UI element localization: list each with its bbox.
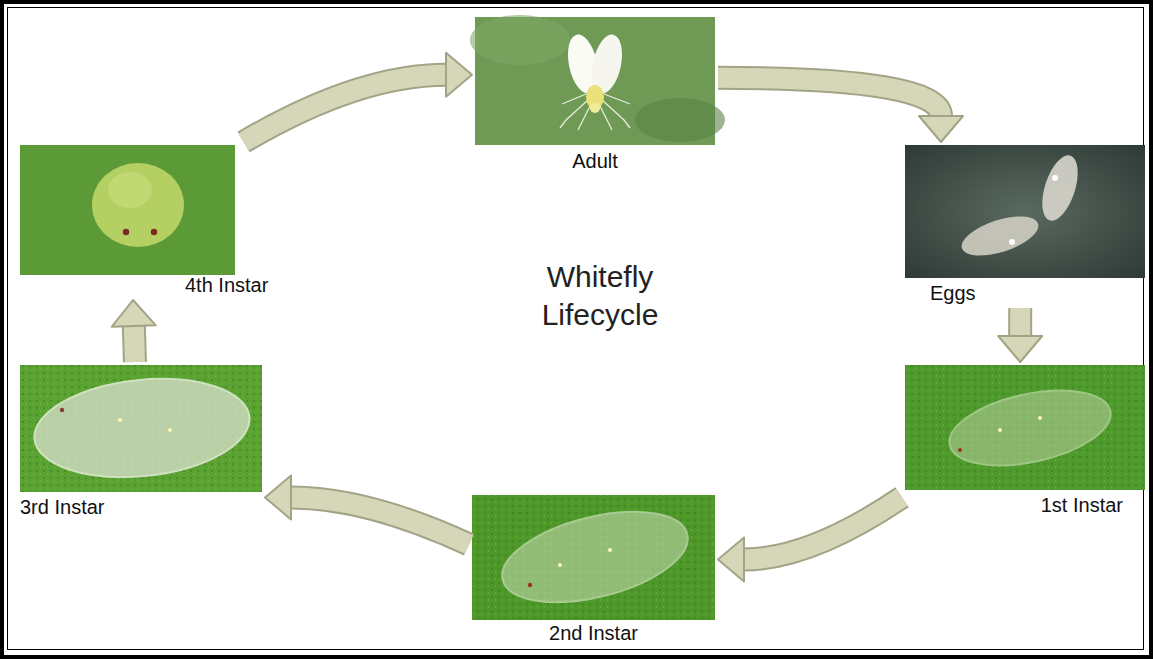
third-instar-photo xyxy=(20,365,262,492)
arrow-outline xyxy=(291,497,469,544)
cycle-arrow xyxy=(998,308,1042,362)
eggs-photo xyxy=(905,145,1145,278)
cycle-arrow xyxy=(112,300,156,362)
stage-label: Eggs xyxy=(930,281,976,305)
stage-label: 2nd Instar xyxy=(549,621,638,645)
cycle-arrow xyxy=(244,53,472,142)
stage-label: 4th Instar xyxy=(185,273,268,297)
fourth-instar-photo xyxy=(20,145,235,275)
arrow-body xyxy=(291,497,469,544)
arrow-head xyxy=(919,116,963,142)
first-instar-photo xyxy=(905,365,1145,490)
cycle-arrow xyxy=(265,475,469,544)
stage-label: 3rd Instar xyxy=(20,495,104,519)
stage-node: Eggs xyxy=(905,145,1145,305)
arrow-outline xyxy=(244,75,446,142)
arrow-body xyxy=(744,497,902,559)
arrow-head xyxy=(446,53,472,97)
stage-node: 1st Instar xyxy=(905,365,1145,517)
stage-node: 3rd Instar xyxy=(20,365,262,519)
stage-node: 2nd Instar xyxy=(472,495,715,645)
arrow-body xyxy=(1010,308,1030,336)
second-instar-photo xyxy=(472,495,715,620)
stage-node: Adult xyxy=(475,17,715,173)
arrow-head xyxy=(998,336,1042,362)
diagram-title: Whitefly Lifecycle xyxy=(500,258,700,334)
cycle-arrow xyxy=(718,78,963,142)
arrow-head xyxy=(112,300,156,327)
adult-photo xyxy=(470,15,725,145)
cycle-arrow xyxy=(718,497,902,581)
arrow-outline xyxy=(1008,308,1032,336)
arrow-outline xyxy=(134,326,135,362)
stage-label: Adult xyxy=(572,149,618,173)
arrow-body xyxy=(244,75,446,142)
arrow-body xyxy=(718,78,941,116)
arrow-outline xyxy=(744,497,902,559)
arrow-head xyxy=(718,538,744,582)
stage-node: 4th Instar xyxy=(20,145,268,297)
stage-label: 1st Instar xyxy=(1041,493,1123,517)
arrow-outline xyxy=(718,78,941,116)
arrow-body xyxy=(134,326,135,362)
arrow-head xyxy=(265,475,291,519)
